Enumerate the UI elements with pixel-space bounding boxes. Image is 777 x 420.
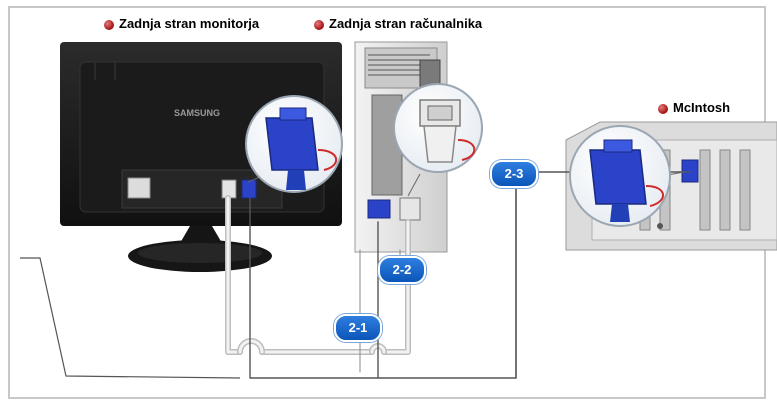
cable-left	[20, 257, 241, 379]
label-monitor-back: Zadnja stran monitorja	[119, 16, 260, 31]
step-badge-2-3: 2-3	[490, 160, 538, 188]
step-badge-2-1: 2-1	[334, 314, 382, 342]
samsung-logo: SAMSUNG	[174, 108, 220, 118]
red-dot-icon	[658, 104, 668, 114]
red-dot-icon	[314, 20, 324, 30]
label-computer-back: Zadnja stran računalnika	[329, 16, 483, 31]
cables	[225, 171, 691, 379]
callout-computer-dvi	[393, 83, 483, 197]
label-mcintosh: McIntosh	[673, 100, 731, 115]
red-dot-icon	[104, 20, 114, 30]
callout-monitor-dsub	[245, 95, 343, 193]
step-badge-2-2: 2-2	[378, 256, 426, 284]
callout-mac-dsub	[569, 125, 685, 227]
